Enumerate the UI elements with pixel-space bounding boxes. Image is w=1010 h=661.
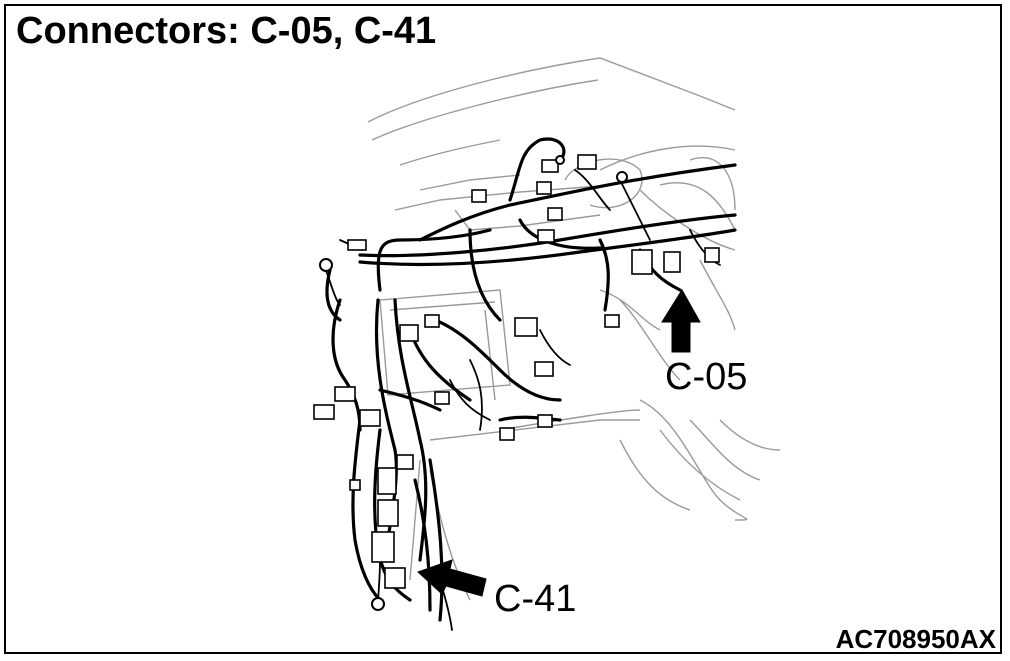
dashboard-outline — [367, 57, 781, 601]
connectors — [313, 154, 720, 589]
ring-terminals — [319, 155, 628, 611]
c05-label: C-05 — [665, 356, 748, 398]
diagram-title: Connectors: C-05, C-41 — [16, 10, 437, 52]
figure-id: AC708950AX — [835, 624, 996, 654]
c05-arrow — [661, 289, 701, 353]
c41-arrow — [417, 559, 487, 597]
c41-label: C-41 — [494, 578, 577, 620]
diagram-frame — [4, 4, 1002, 654]
